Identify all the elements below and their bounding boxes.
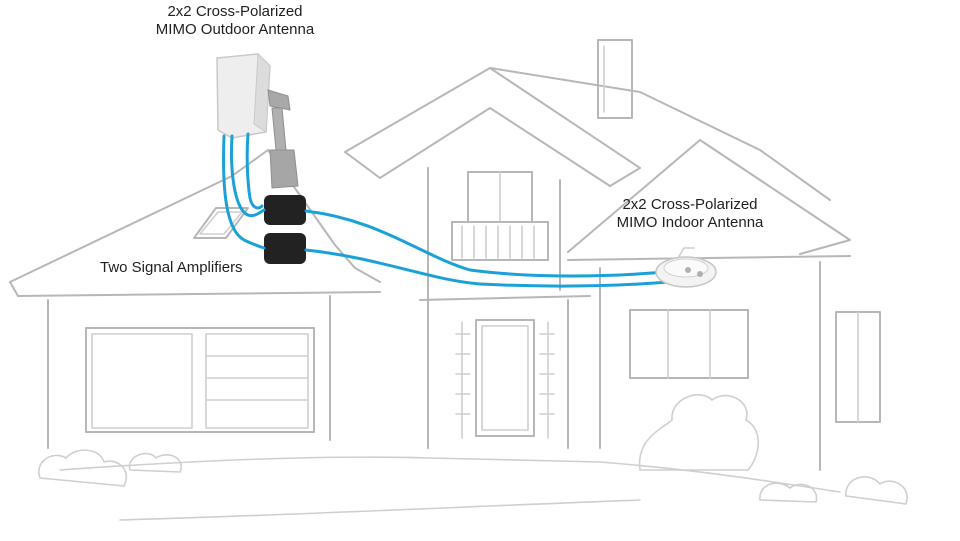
right-eave <box>567 255 851 261</box>
signal-amplifier-1 <box>264 195 306 225</box>
right-roof-ridge <box>489 67 831 201</box>
outdoor-antenna <box>216 52 299 189</box>
right-gable <box>567 139 851 255</box>
main-gable-inner <box>379 107 611 187</box>
indoor-antenna-label-line2: MIMO Indoor Antenna <box>616 214 764 231</box>
garage-eave-end <box>9 281 19 297</box>
bush-right <box>638 394 759 471</box>
balcony <box>451 221 549 261</box>
signal-amplifier-2 <box>264 233 306 264</box>
driveway-line <box>119 499 641 521</box>
outdoor-antenna-label: 2x2 Cross-Polarized MIMO Outdoor Antenna <box>140 3 330 39</box>
garage-eave <box>17 291 381 297</box>
skylight <box>193 207 249 239</box>
garage-door-frame <box>85 327 315 433</box>
indoor-antenna <box>655 247 717 288</box>
outdoor-antenna-label-line1: 2x2 Cross-Polarized <box>167 3 303 20</box>
outdoor-antenna-label-line2: MIMO Outdoor Antenna <box>155 21 315 38</box>
front-door <box>475 319 535 437</box>
cable-amp-1-to-indoor <box>304 209 688 278</box>
chimney <box>597 39 633 119</box>
main-gable <box>344 67 641 169</box>
right-window <box>629 309 749 379</box>
cable-antenna-to-amp-2 <box>222 134 266 250</box>
garage-door-right <box>205 333 309 429</box>
garage-door-left <box>91 333 193 429</box>
ground-line <box>59 456 841 493</box>
amplifiers-label: Two Signal Amplifiers <box>100 259 243 276</box>
bush-left <box>38 449 128 487</box>
indoor-antenna-label-line1: 2x2 Cross-Polarized <box>622 196 758 213</box>
cable-antenna-to-amp-1 <box>230 134 266 218</box>
indoor-antenna-label: 2x2 Cross-Polarized MIMO Indoor Antenna <box>590 196 790 232</box>
second-floor-line <box>419 295 591 301</box>
cable-amp-2-to-indoor <box>304 248 694 288</box>
